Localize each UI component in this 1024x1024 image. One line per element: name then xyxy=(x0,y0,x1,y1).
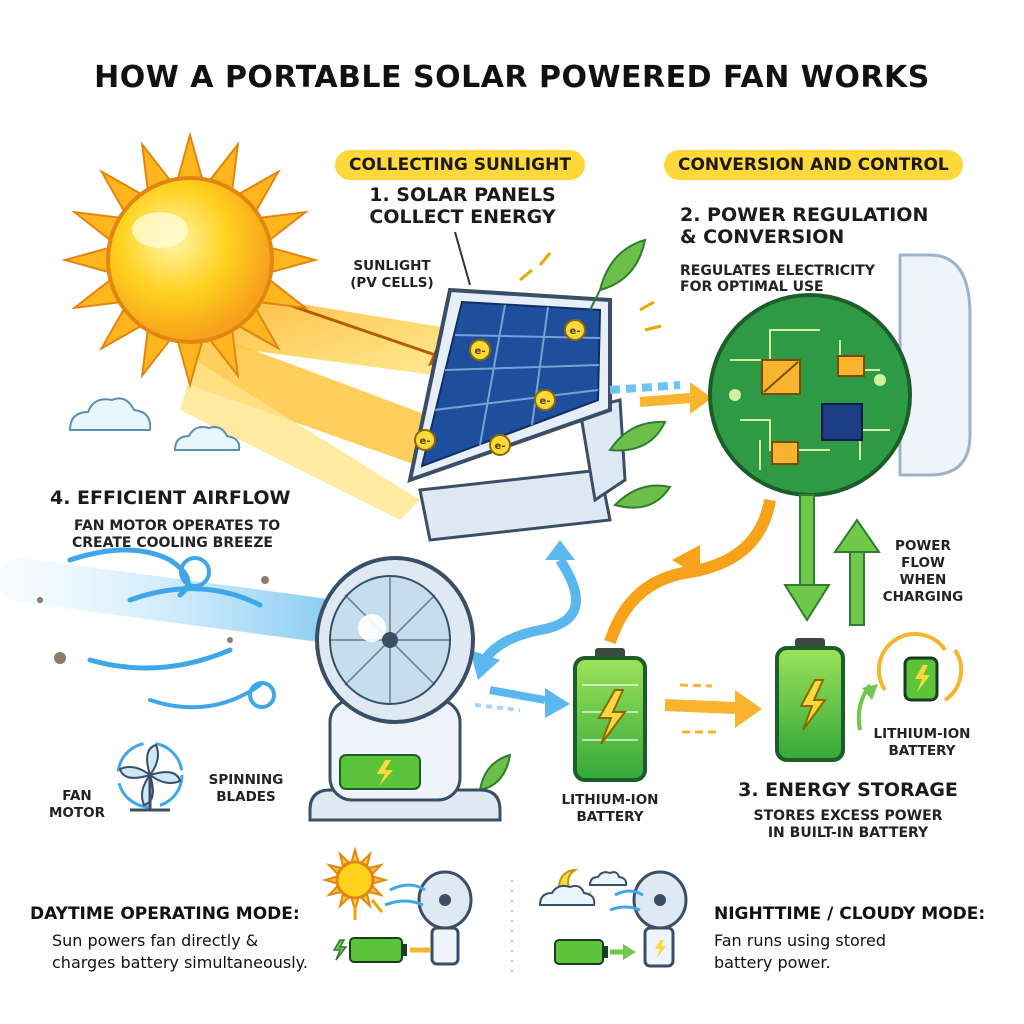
battery-right-line-2: BATTERY xyxy=(888,742,956,759)
step2-desc: REGULATES ELECTRICITY xyxy=(680,262,875,279)
fan-motor-label: FAN MOTOR xyxy=(42,788,112,822)
fan-motor-icon xyxy=(116,741,184,812)
electron-label: e- xyxy=(570,326,581,337)
electron-label: e- xyxy=(540,396,551,407)
battery-left-line-2: BATTERY xyxy=(576,808,644,825)
battery-left-label: LITHIUM-ION BATTERY xyxy=(550,792,670,826)
power-flow-line-3: WHEN xyxy=(899,571,947,588)
fan-icon xyxy=(308,556,502,822)
step4-desc: FAN MOTOR OPERATES TO xyxy=(74,517,281,534)
electron-markers xyxy=(414,319,586,456)
charge-arrows xyxy=(783,494,881,626)
night-mode-block: NIGHTTIME / CLOUDY MODE: Fan runs using … xyxy=(714,904,985,973)
step3-desc: STORES EXCESS POWER xyxy=(753,807,943,824)
solar-panel-icon xyxy=(407,287,627,542)
electron-label: e- xyxy=(475,346,486,357)
power-flow-line-4: CHARGING xyxy=(882,588,964,605)
step2-title: 2. POWER REGULATION xyxy=(680,204,929,226)
day-mode-scene xyxy=(321,846,473,966)
step4-title: 4. EFFICIENT AIRFLOW xyxy=(50,487,291,509)
night-mode-desc-2: battery power. xyxy=(714,952,831,972)
battery-left-icon xyxy=(573,648,647,782)
spark-icon xyxy=(519,252,662,332)
sunlight-label: SUNLIGHT (PV CELLS) xyxy=(342,258,442,292)
sun-ray xyxy=(175,131,205,183)
sun-icon xyxy=(61,131,319,389)
battery-left-line-1: LITHIUM-ION xyxy=(561,792,659,808)
spinning-blades-label: SPINNING BLADES xyxy=(196,772,296,806)
day-mode-desc-2: charges battery simultaneously. xyxy=(52,952,308,972)
sun-ray xyxy=(267,245,319,275)
battery-right-line-1: LITHIUM-ION xyxy=(873,726,971,742)
night-mode-scene xyxy=(538,868,688,968)
step4-block: 4. EFFICIENT AIRFLOW FAN MOTOR OPERATES … xyxy=(50,487,291,551)
day-mode-desc: Sun powers fan directly & xyxy=(52,931,259,950)
step2-block: 2. POWER REGULATION & CONVERSION REGULAT… xyxy=(680,204,929,296)
step3-title: 3. ENERGY STORAGE xyxy=(738,779,958,801)
day-mode-title: DAYTIME OPERATING MODE: xyxy=(30,904,300,924)
step3-desc-2: IN BUILT-IN BATTERY xyxy=(767,824,929,841)
power-flow-line-1: POWER xyxy=(895,538,951,554)
day-mode-block: DAYTIME OPERATING MODE: Sun powers fan d… xyxy=(30,904,308,973)
battery-right-icon xyxy=(775,638,845,762)
page-title: HOW A PORTABLE SOLAR POWERED FAN WORKS xyxy=(94,60,930,95)
electron-label: e- xyxy=(420,436,431,447)
power-flow-label: POWER FLOW WHEN CHARGING xyxy=(878,538,968,606)
step1-block: 1. SOLAR PANELS COLLECT ENERGY xyxy=(360,184,565,229)
circuit-board-icon xyxy=(708,293,912,497)
electron-label: e- xyxy=(495,441,506,452)
sunlight-label-1: SUNLIGHT xyxy=(353,258,431,274)
sunlight-label-2: (PV CELLS) xyxy=(350,274,434,291)
sun-ray xyxy=(61,245,113,275)
step3-block: 3. ENERGY STORAGE STORES EXCESS POWER IN… xyxy=(720,779,976,841)
section-collecting-sunlight: COLLECTING SUNLIGHT xyxy=(335,150,585,180)
fan-motor-line-1: FAN xyxy=(62,788,92,804)
step1-title: 1. SOLAR PANELS xyxy=(369,184,556,206)
flow-arrow-panel-to-circuit xyxy=(609,381,712,414)
fan-motor-line-2: MOTOR xyxy=(49,804,105,821)
step1-title-2: COLLECT ENERGY xyxy=(369,205,556,228)
sunlight-beams xyxy=(180,288,470,520)
dust-particles xyxy=(37,576,269,664)
battery-badge-icon xyxy=(876,631,964,702)
airflow-wind xyxy=(0,547,342,710)
battery-right-label: LITHIUM-ION BATTERY xyxy=(862,726,982,760)
step2-desc-2: FOR OPTIMAL USE xyxy=(680,279,824,296)
spinning-line-1: SPINNING xyxy=(208,772,284,788)
night-mode-desc: Fan runs using stored xyxy=(714,931,886,950)
cloud-icon xyxy=(68,397,241,451)
power-flow-line-2: FLOW xyxy=(901,554,945,571)
section-conversion-control: CONVERSION AND CONTROL xyxy=(664,150,963,180)
spinning-line-2: BLADES xyxy=(216,788,276,805)
leaf-icon xyxy=(478,238,672,792)
step4-desc-2: CREATE COOLING BREEZE xyxy=(72,534,273,551)
night-mode-title: NIGHTTIME / CLOUDY MODE: xyxy=(714,904,986,924)
step2-title-2: & CONVERSION xyxy=(680,225,845,248)
